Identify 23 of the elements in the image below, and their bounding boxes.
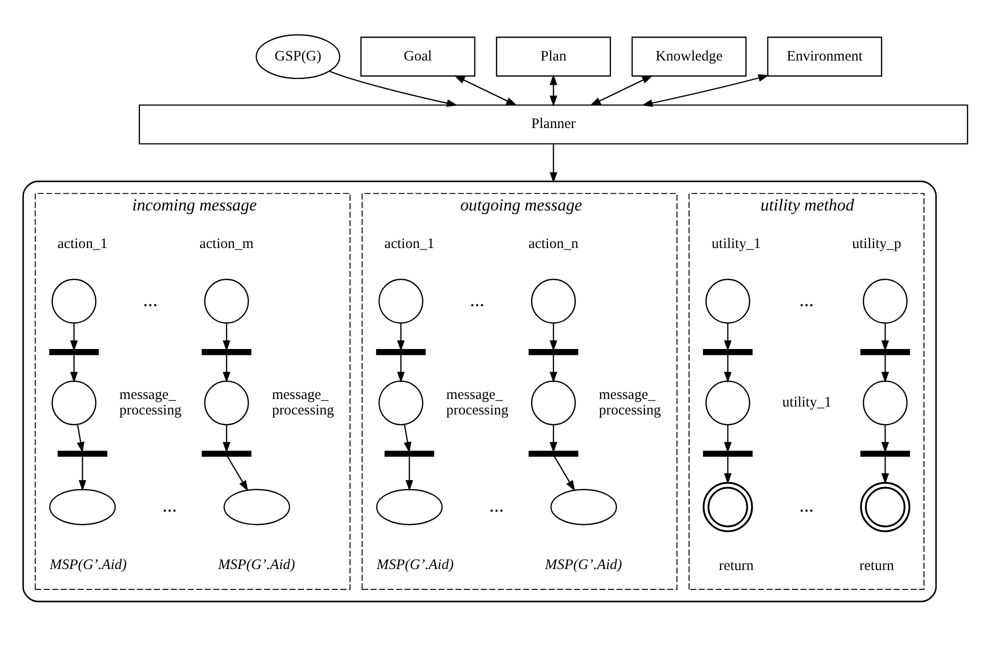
node-label: return bbox=[718, 558, 754, 574]
node-label: message_ processing bbox=[446, 386, 508, 419]
node-label: utility_1 bbox=[712, 236, 761, 252]
node-label: MSP(G’.Aid) bbox=[218, 556, 296, 573]
node-label: MSP(G’.Aid) bbox=[376, 556, 454, 573]
label: ... bbox=[162, 496, 177, 517]
node-label: action_1 bbox=[384, 236, 434, 252]
label: ... bbox=[470, 290, 484, 311]
node-label: action_m bbox=[200, 236, 254, 252]
node-label: action_1 bbox=[57, 236, 108, 252]
node-label: MSP(G’.Aid) bbox=[50, 556, 127, 573]
node-label: return bbox=[859, 558, 894, 574]
label: ... bbox=[799, 496, 814, 517]
node-label: MSP(G’.Aid) bbox=[544, 556, 622, 573]
node-label: message_ processing bbox=[119, 386, 182, 419]
label: ... bbox=[799, 290, 814, 311]
node-label: utility_1 bbox=[782, 394, 832, 411]
label: ... bbox=[143, 290, 158, 311]
node-label: utility_p bbox=[852, 236, 902, 252]
node-label: message_ processing bbox=[598, 386, 661, 419]
label: ... bbox=[489, 496, 504, 517]
node-label: action_n bbox=[528, 236, 578, 252]
node-label: message_ processing bbox=[272, 386, 334, 419]
